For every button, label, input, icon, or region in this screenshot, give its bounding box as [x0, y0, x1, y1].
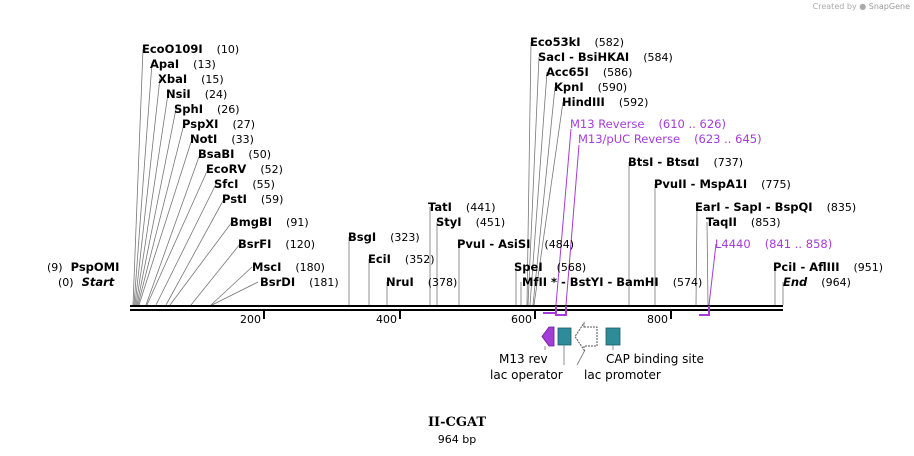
primer-leader [708, 243, 717, 306]
primer-leaders [555, 128, 717, 306]
leader-line [134, 77, 161, 306]
snapgene-logo-icon: ● [859, 2, 867, 11]
leader-line [526, 41, 532, 306]
site-label[interactable]: SphI(26) [174, 102, 240, 116]
site-label[interactable]: BsgI(323) [348, 230, 420, 244]
feature-symbols[interactable] [541, 321, 621, 366]
site-label[interactable]: ApaI(13) [150, 57, 216, 71]
feature-leaders [544, 345, 614, 366]
feature-leader [576, 349, 586, 366]
site-label[interactable]: Acc65I(586) [546, 65, 632, 79]
ruler-label: 200 [240, 313, 261, 326]
site-label[interactable]: EcoRV(52) [206, 162, 283, 176]
primer-label[interactable]: L4440(841 .. 858) [715, 237, 832, 251]
site-label[interactable]: XbaI(15) [158, 72, 224, 86]
ruler-labels: 200 400 600 800 [240, 313, 668, 326]
site-label[interactable]: MfII * - BstYI - BamHI(574) [522, 275, 702, 289]
site-label[interactable]: SacI - BsiHKAI(584) [538, 50, 673, 64]
primer-leader [555, 128, 572, 306]
leader-line [136, 108, 177, 306]
leader-line [190, 243, 241, 306]
m13-rev-arrow-icon[interactable] [541, 326, 555, 347]
site-label[interactable]: End(964) [783, 275, 851, 289]
leader-line [706, 221, 709, 306]
site-label[interactable]: BsaBI(50) [198, 147, 271, 161]
leader-line [529, 71, 548, 306]
lac-promoter-arrow-icon[interactable] [574, 321, 598, 352]
ruler-label: 800 [647, 313, 668, 326]
cap-binding-site-box-icon[interactable] [605, 327, 621, 346]
feature-label: lac operator [490, 368, 563, 382]
primer-bar-m13-puc-reverse [555, 306, 567, 316]
site-label[interactable]: StyI(451) [436, 215, 505, 229]
leader-line [169, 221, 233, 306]
primer-label[interactable]: M13/pUC Reverse(623 .. 645) [578, 132, 762, 146]
site-label[interactable]: TatI(441) [428, 200, 496, 214]
site-label[interactable]: PciI - AflIII(951) [773, 260, 883, 274]
site-label[interactable]: PstI(59) [222, 192, 283, 206]
site-label[interactable]: MscI(180) [252, 260, 325, 274]
site-label[interactable]: TaqII(853) [706, 215, 781, 229]
leader-line [146, 168, 209, 306]
site-label[interactable]: BsrFI(120) [238, 237, 315, 251]
primer-bar-l4440 [699, 306, 710, 316]
credit-brand: SnapGene [868, 2, 910, 11]
site-label[interactable]: PvuII - MspA1I(775) [654, 177, 791, 191]
leader-line [211, 281, 259, 306]
site-label[interactable]: PspXI(27) [182, 117, 255, 131]
site-labels[interactable]: EcoO109I(10) ApaI(13) XbaI(15) NsiI(24) … [47, 35, 883, 289]
ruler-label: 600 [511, 313, 532, 326]
leader-line [695, 206, 698, 306]
snapgene-credit: Created by ● SnapGene [813, 2, 910, 11]
site-label[interactable]: BmgBI(91) [230, 215, 309, 229]
feature-label: lac promoter [584, 368, 661, 382]
site-label[interactable]: Eco53kI(582) [530, 35, 624, 49]
sequence-length: 964 bp [437, 433, 477, 446]
site-label[interactable]: BsrDI(181) [260, 275, 339, 289]
leader-line [210, 266, 253, 306]
leader-line [135, 93, 169, 306]
leader-line [532, 86, 556, 306]
sequence-backbone [130, 305, 783, 311]
site-label[interactable]: NotI(33) [190, 132, 254, 146]
site-label[interactable]: EcoO109I(10) [142, 42, 239, 56]
leader-lines [132, 41, 784, 306]
primer-labels[interactable]: M13 Reverse(610 .. 626) M13/pUC Reverse(… [570, 117, 832, 251]
leader-line [138, 138, 193, 306]
leader-line [533, 101, 564, 306]
site-label[interactable]: KpnI(590) [554, 80, 627, 94]
leader-line [527, 56, 540, 306]
site-label[interactable]: EarI - SapI - BspQI(835) [695, 200, 856, 214]
sequence-title: II-CGAT [427, 415, 487, 430]
feature-label: M13 rev [499, 352, 548, 366]
site-label[interactable]: HindIII(592) [562, 95, 648, 109]
site-label[interactable]: EciI(352) [368, 252, 435, 266]
leader-line [133, 62, 153, 306]
site-label[interactable]: (9)PspOMI [47, 260, 119, 274]
feature-label: CAP binding site [606, 352, 704, 366]
credit-prefix: Created by [812, 2, 857, 11]
primer-label[interactable]: M13 Reverse(610 .. 626) [570, 117, 726, 131]
site-label[interactable]: SfcI(55) [214, 177, 275, 191]
site-label[interactable]: NruI(378) [386, 275, 457, 289]
leader-line [165, 198, 225, 306]
leader-line [132, 48, 144, 306]
primer-bar-m13-reverse [543, 306, 557, 314]
leader-line [145, 153, 201, 306]
ruler-ticks [263, 311, 672, 319]
leader-line [155, 183, 217, 306]
ruler-label: 400 [376, 313, 397, 326]
site-label[interactable]: PvuI - AsiSI(484) [457, 237, 574, 251]
leader-line [137, 123, 185, 306]
site-label[interactable]: SpeI(568) [514, 260, 586, 274]
primer-bars [543, 306, 710, 316]
site-label[interactable]: (0)Start [58, 275, 115, 289]
site-label[interactable]: BtsI - BtsαI(737) [628, 155, 743, 169]
site-label[interactable]: NsiI(24) [166, 87, 227, 101]
primer-leader [565, 144, 580, 306]
feature-labels: M13 rev lac operator lac promoter CAP bi… [490, 352, 704, 382]
lac-operator-box-icon[interactable] [557, 327, 572, 346]
